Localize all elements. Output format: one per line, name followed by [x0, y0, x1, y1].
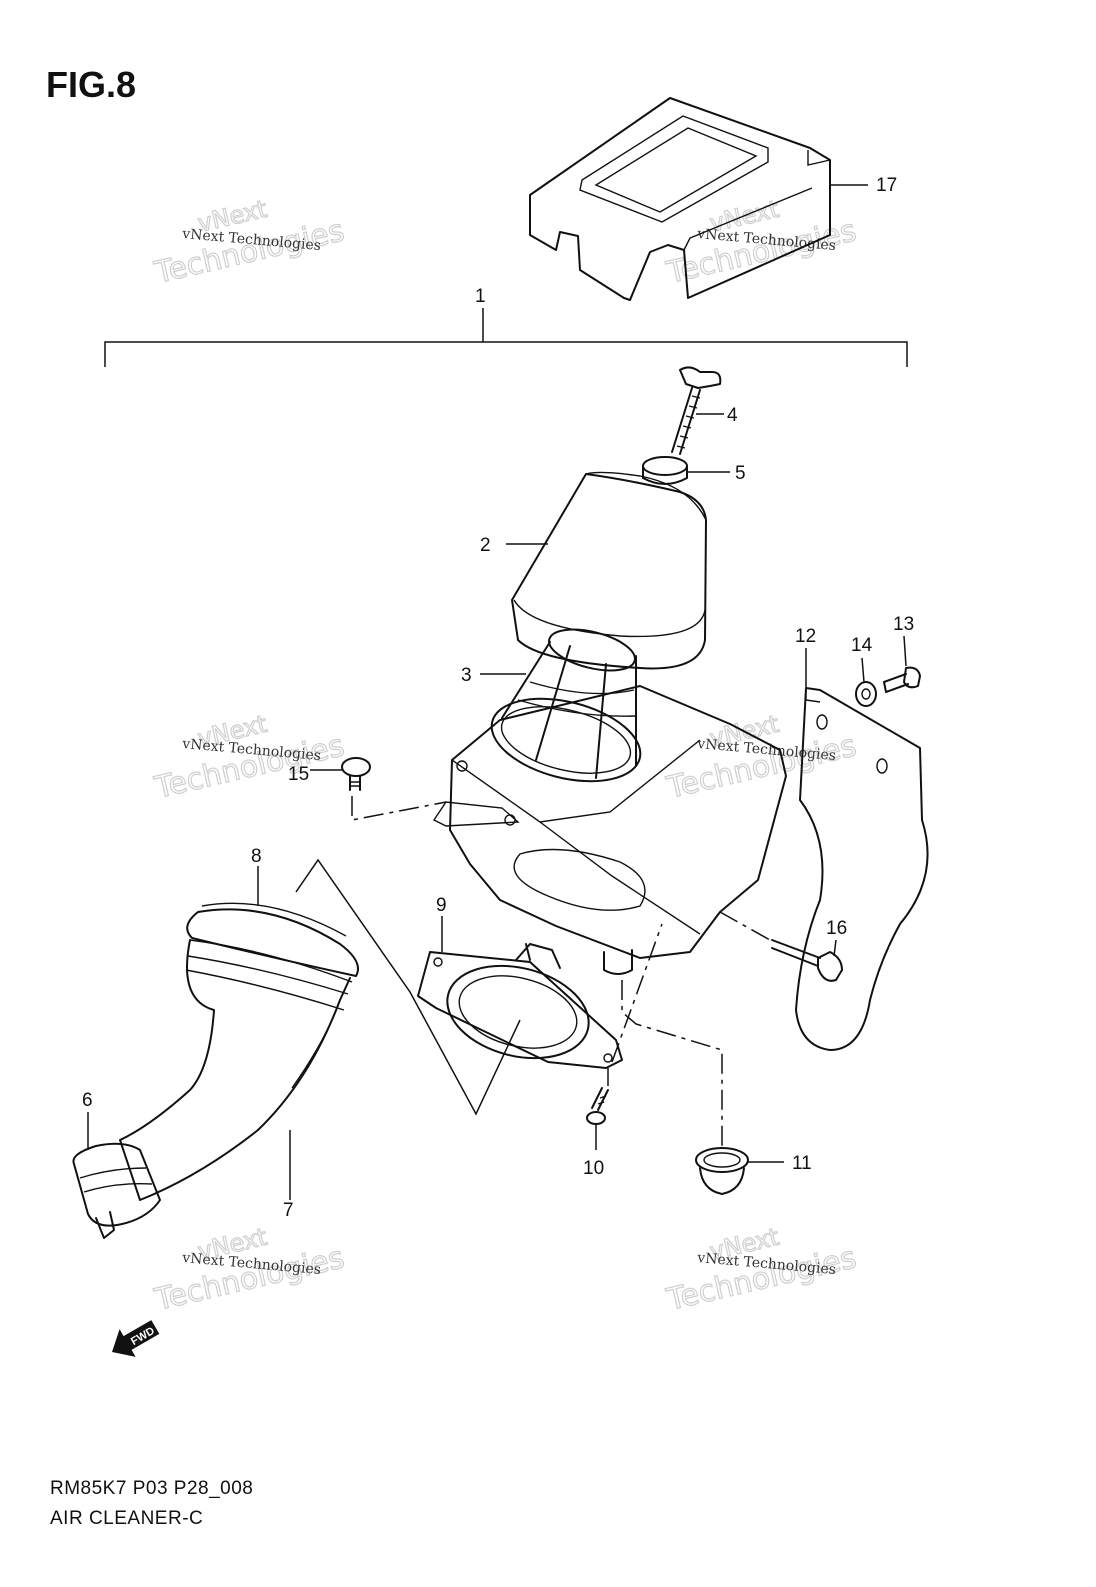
part-12-duct — [795, 687, 929, 1051]
part-7-intake-boot — [119, 939, 351, 1201]
part-4-wing-bolt — [671, 366, 722, 455]
callout-2: 2 — [480, 535, 491, 556]
leader-14 — [861, 657, 865, 683]
callout-5: 5 — [735, 463, 746, 484]
part-13-bolt — [883, 666, 921, 693]
dash-16-to-case — [719, 911, 771, 941]
callout-15: 15 — [288, 764, 309, 785]
callout-4: 4 — [727, 405, 738, 426]
leader-16 — [833, 939, 837, 957]
callout-13: 13 — [893, 614, 914, 635]
callout-6: 6 — [82, 1090, 93, 1111]
watermark-bottom-left: Technologies vNext vNext Technologies — [150, 1222, 348, 1318]
dash-9-to-case — [611, 923, 663, 1063]
part-6-band-clamp — [72, 1142, 161, 1239]
callout-1: 1 — [475, 286, 486, 307]
watermark-mid-left: Technologies vNext vNext Technologies — [150, 709, 348, 806]
figure-code: RM85K7 P03 P28_008 — [50, 1478, 254, 1499]
fwd-label: FWD — [129, 1325, 157, 1348]
part-16-long-bolt — [771, 939, 843, 982]
callout-11: 11 — [792, 1153, 812, 1174]
watermark-mid-right: Technologies vNext vNext Technologies — [662, 709, 860, 806]
part-5-ring — [642, 456, 688, 485]
callout-3: 3 — [461, 665, 472, 686]
assembly-bracket-1 — [104, 308, 908, 367]
figure-name: AIR CLEANER-C — [50, 1508, 204, 1529]
watermark-bottom-right: Technologies vNext vNext Technologies — [662, 1222, 860, 1318]
part-2-filter-element — [511, 471, 707, 670]
callout-10: 10 — [583, 1158, 604, 1179]
callout-12: 12 — [795, 626, 816, 647]
part-9-flange — [417, 943, 623, 1069]
watermark-top-left: Technologies vNext vNext Technologies — [150, 194, 348, 291]
part-8-clamp — [186, 902, 359, 983]
part-15-screw — [341, 757, 371, 791]
fwd-arrow-icon: FWD — [112, 1320, 160, 1357]
leader-13 — [903, 635, 907, 667]
callout-8: 8 — [251, 846, 262, 867]
part-3-filter-cage — [490, 628, 642, 783]
part-11-cap — [695, 1147, 749, 1195]
callout-7: 7 — [283, 1200, 294, 1221]
reference-lines-8-9 — [295, 858, 521, 1116]
dash-15-to-case — [351, 796, 447, 821]
part-10-screw — [586, 1087, 609, 1125]
callout-16: 16 — [826, 918, 847, 939]
dash-11-to-case — [621, 980, 723, 1146]
callout-9: 9 — [436, 895, 447, 916]
part-17-cover — [529, 97, 831, 301]
part-14-washer — [855, 681, 877, 707]
figure-title: FIG.8 — [46, 64, 137, 105]
callout-14: 14 — [851, 635, 873, 656]
callout-17: 17 — [876, 175, 897, 196]
